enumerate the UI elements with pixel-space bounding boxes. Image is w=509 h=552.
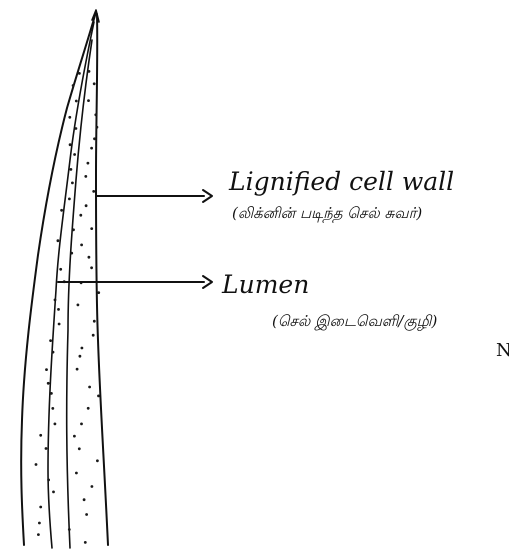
fibre-inner-wall-left: [48, 22, 94, 548]
wall-dot: [47, 382, 50, 385]
wall-dot: [78, 447, 81, 450]
wall-dot: [87, 99, 90, 102]
wall-dot: [52, 351, 55, 354]
wall-dot: [73, 153, 76, 156]
fibre-cell: [21, 10, 108, 548]
wall-dot: [87, 162, 90, 165]
label-lignified-cell-wall: Lignified cell wall: [228, 167, 454, 196]
wall-dot: [84, 541, 87, 544]
wall-dot: [93, 320, 96, 323]
wall-dot: [54, 299, 57, 302]
wall-dot: [79, 355, 82, 358]
wall-dot: [58, 323, 61, 326]
wall-dot: [70, 252, 73, 255]
edge-mark: N: [496, 340, 509, 361]
wall-dot: [69, 143, 72, 146]
wall-dot: [45, 447, 48, 450]
wall-dot: [76, 368, 79, 371]
wall-dot: [79, 214, 82, 217]
wall-dot: [35, 463, 38, 466]
wall-dot: [57, 239, 60, 242]
wall-dot: [72, 84, 75, 87]
wall-dot: [90, 227, 93, 230]
wall-dot: [72, 228, 75, 231]
label-lignified-cell-wall-tamil: (லிக்னின் படிந்த செல் சுவர்): [232, 204, 422, 224]
wall-dot: [88, 70, 91, 73]
fibre-outer-wall-right: [96, 14, 108, 545]
wall-dot: [88, 256, 91, 259]
wall-dot: [73, 435, 76, 438]
wall-dot: [60, 209, 63, 212]
pointer-lumen: [58, 276, 212, 288]
wall-dot: [96, 126, 99, 129]
wall-dot: [97, 395, 100, 398]
wall-dot: [84, 175, 87, 178]
wall-dot: [75, 127, 78, 130]
wall-dot: [85, 513, 88, 516]
wall-dot: [91, 485, 94, 488]
wall-dot: [92, 334, 95, 337]
label-lumen-tamil: (செல் இடைவெளி/குழி): [272, 312, 437, 332]
wall-dot: [92, 190, 95, 193]
wall-dot: [94, 113, 97, 116]
wall-dot: [96, 459, 99, 462]
wall-dot: [97, 291, 100, 294]
wall-dot: [85, 204, 88, 207]
wall-dot: [71, 182, 74, 185]
wall-dot: [68, 528, 71, 531]
pointer-lignified-cell-wall: [96, 190, 212, 202]
wall-dot: [93, 82, 96, 85]
wall-dot: [75, 472, 78, 475]
wall-dot: [87, 407, 90, 410]
wall-dot: [45, 368, 48, 371]
wall-dot: [39, 434, 42, 437]
wall-dot: [90, 266, 93, 269]
wall-dot: [68, 116, 71, 119]
wall-dot: [38, 522, 41, 525]
wall-dot: [83, 498, 86, 501]
wall-dot: [47, 479, 50, 482]
wall-dot: [81, 347, 84, 350]
label-lumen: Lumen: [221, 270, 309, 299]
wall-dot: [57, 308, 60, 311]
wall-dot: [54, 423, 57, 426]
wall-dot: [80, 423, 83, 426]
wall-dot: [75, 100, 78, 103]
wall-dot: [52, 491, 55, 494]
wall-dot: [39, 506, 42, 509]
wall-dot: [90, 147, 93, 150]
wall-dot: [51, 407, 54, 410]
wall-dot: [93, 137, 96, 140]
wall-dot: [37, 533, 40, 536]
wall-dot: [80, 244, 83, 247]
wall-dot: [68, 198, 71, 201]
wall-dot: [77, 304, 80, 307]
wall-dot: [88, 386, 91, 389]
wall-dot: [50, 392, 53, 395]
wall-dot: [59, 268, 62, 271]
wall-dot: [49, 339, 52, 342]
wall-dot: [78, 72, 81, 75]
wall-dot: [70, 168, 73, 171]
